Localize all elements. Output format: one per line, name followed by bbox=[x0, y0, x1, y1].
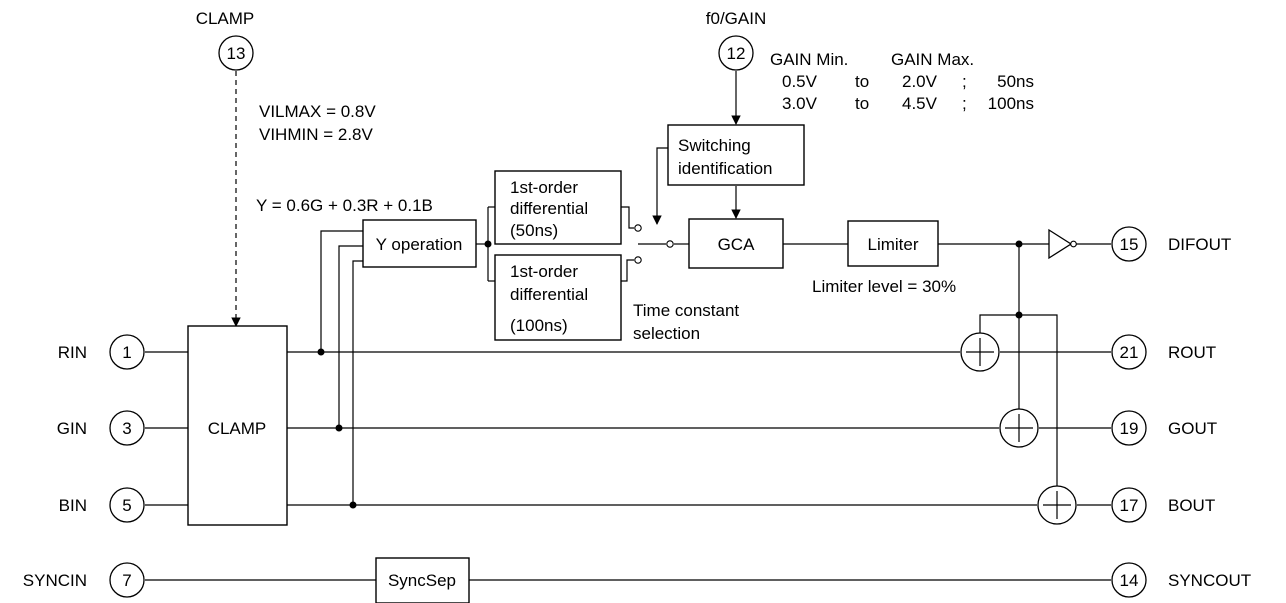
pin-gin: GIN 3 bbox=[57, 410, 145, 446]
diff50-line1: 1st-order bbox=[510, 178, 578, 197]
syncsep-label: SyncSep bbox=[388, 571, 456, 590]
switching-line2: identification bbox=[678, 159, 773, 178]
switching-line1: Switching bbox=[678, 136, 751, 155]
syncsep-block: SyncSep bbox=[375, 557, 470, 603]
pin-rin-name: RIN bbox=[58, 343, 87, 362]
diff100-line3: (100ns) bbox=[510, 316, 568, 335]
gain-row2-min: 3.0V bbox=[782, 94, 818, 113]
pin-f0gain-num: 12 bbox=[727, 44, 746, 63]
pin-clamp-name: CLAMP bbox=[196, 9, 255, 28]
pin-difout-name: DIFOUT bbox=[1168, 235, 1231, 254]
y-formula-note: Y = 0.6G + 0.3R + 0.1B bbox=[256, 196, 433, 215]
pin-gout-name: GOUT bbox=[1168, 419, 1217, 438]
gain-row1-max: 2.0V bbox=[902, 72, 938, 91]
time-constant-line1: Time constant bbox=[633, 301, 739, 320]
limiter-label: Limiter bbox=[867, 235, 918, 254]
gain-table: GAIN Min. GAIN Max. 0.5V to 2.0V ; 50ns … bbox=[770, 50, 1034, 113]
output-buffer bbox=[1048, 228, 1077, 260]
limiter-level-note: Limiter level = 30% bbox=[812, 277, 956, 296]
diff-100ns-block: 1st-order differential (100ns) bbox=[494, 254, 622, 341]
time-constant-note: Time constant selection bbox=[633, 301, 739, 343]
pin-difout: 15 DIFOUT bbox=[1111, 226, 1231, 262]
diff-50ns-block: 1st-order differential (50ns) bbox=[494, 170, 622, 245]
switching-identification-block: Switching identification bbox=[667, 124, 805, 186]
pin-rout: 21 ROUT bbox=[1111, 334, 1216, 370]
pin-bin-name: BIN bbox=[59, 496, 87, 515]
clamp-thresholds: VILMAX = 0.8V VIHMIN = 2.8V bbox=[259, 102, 376, 144]
pin-bin: BIN 5 bbox=[59, 487, 145, 523]
pin-syncout: 14 SYNCOUT bbox=[1111, 562, 1251, 598]
limiter-block: Limiter bbox=[847, 220, 939, 267]
wires bbox=[145, 71, 1111, 581]
gain-row2-sep: ; bbox=[962, 94, 967, 113]
pin-gout: 19 GOUT bbox=[1111, 410, 1217, 446]
gain-row2-time: 100ns bbox=[988, 94, 1034, 113]
gain-row1-sep: ; bbox=[962, 72, 967, 91]
pin-gin-num: 3 bbox=[122, 419, 131, 438]
pin-rout-name: ROUT bbox=[1168, 343, 1216, 362]
pin-f0gain-name: f0/GAIN bbox=[706, 9, 766, 28]
pin-rin-num: 1 bbox=[122, 343, 131, 362]
pin-f0gain: f0/GAIN 12 bbox=[706, 9, 766, 71]
diff50-line3: (50ns) bbox=[510, 221, 558, 240]
gain-min-header: GAIN Min. bbox=[770, 50, 848, 69]
gain-row2-max: 4.5V bbox=[902, 94, 938, 113]
y-operation-block: Y operation bbox=[362, 219, 477, 268]
clamp-block: CLAMP bbox=[187, 325, 288, 526]
pin-syncin-name: SYNCIN bbox=[23, 571, 87, 590]
gca-block: GCA bbox=[688, 218, 784, 269]
pin-rin: RIN 1 bbox=[58, 334, 145, 370]
gain-max-header: GAIN Max. bbox=[891, 50, 974, 69]
pin-bout-num: 17 bbox=[1120, 496, 1139, 515]
y-operation-label: Y operation bbox=[376, 235, 463, 254]
diff50-line2: differential bbox=[510, 199, 588, 218]
gain-row1-to: to bbox=[855, 72, 869, 91]
pin-syncin-num: 7 bbox=[122, 571, 131, 590]
adder-b bbox=[1037, 485, 1077, 525]
vihmin-note: VIHMIN = 2.8V bbox=[259, 125, 374, 144]
gain-row1-min: 0.5V bbox=[782, 72, 818, 91]
diff100-line2: differential bbox=[510, 285, 588, 304]
vilmax-note: VILMAX = 0.8V bbox=[259, 102, 376, 121]
pin-clamp-num: 13 bbox=[227, 44, 246, 63]
junction-dots bbox=[317, 240, 1023, 509]
pin-bout: 17 BOUT bbox=[1111, 487, 1215, 523]
adder-r bbox=[960, 332, 1000, 372]
diff100-line1: 1st-order bbox=[510, 262, 578, 281]
time-constant-line2: selection bbox=[633, 324, 700, 343]
pin-rout-num: 21 bbox=[1120, 343, 1139, 362]
gain-row2-to: to bbox=[855, 94, 869, 113]
clamp-block-label: CLAMP bbox=[208, 419, 267, 438]
pin-bin-num: 5 bbox=[122, 496, 131, 515]
pin-clamp: CLAMP 13 bbox=[196, 9, 255, 71]
pin-syncout-num: 14 bbox=[1120, 571, 1139, 590]
gca-label: GCA bbox=[718, 235, 756, 254]
gain-row1-time: 50ns bbox=[997, 72, 1034, 91]
pin-syncin: SYNCIN 7 bbox=[23, 562, 145, 598]
time-constant-switch bbox=[634, 224, 674, 264]
pin-bout-name: BOUT bbox=[1168, 496, 1215, 515]
pin-difout-num: 15 bbox=[1120, 235, 1139, 254]
pin-gout-num: 19 bbox=[1120, 419, 1139, 438]
pin-syncout-name: SYNCOUT bbox=[1168, 571, 1251, 590]
pin-gin-name: GIN bbox=[57, 419, 87, 438]
adder-g bbox=[999, 408, 1039, 448]
